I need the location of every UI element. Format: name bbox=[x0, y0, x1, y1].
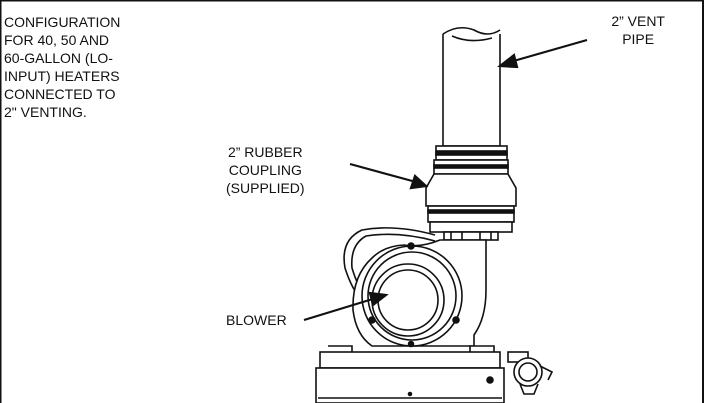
rubber-coupling-label: 2” RUBBER COUPLING (SUPPLIED) bbox=[226, 144, 305, 196]
blower-label: BLOWER bbox=[226, 312, 287, 328]
vent-pipe-arrow bbox=[497, 38, 588, 69]
figure-caption: CONFIGURATION FOR 40, 50 AND 60-GALLON (… bbox=[4, 14, 121, 120]
power-connector bbox=[507, 351, 554, 395]
rubber-coupling bbox=[425, 145, 517, 241]
vent-pipe bbox=[442, 26, 501, 147]
coupling-arrow bbox=[349, 162, 429, 190]
motor-base bbox=[315, 345, 505, 403]
vent-pipe-label: 2” VENT PIPE bbox=[611, 13, 665, 47]
leader-arrows bbox=[303, 38, 588, 322]
blower-arrow bbox=[303, 291, 389, 322]
blower bbox=[352, 239, 487, 348]
